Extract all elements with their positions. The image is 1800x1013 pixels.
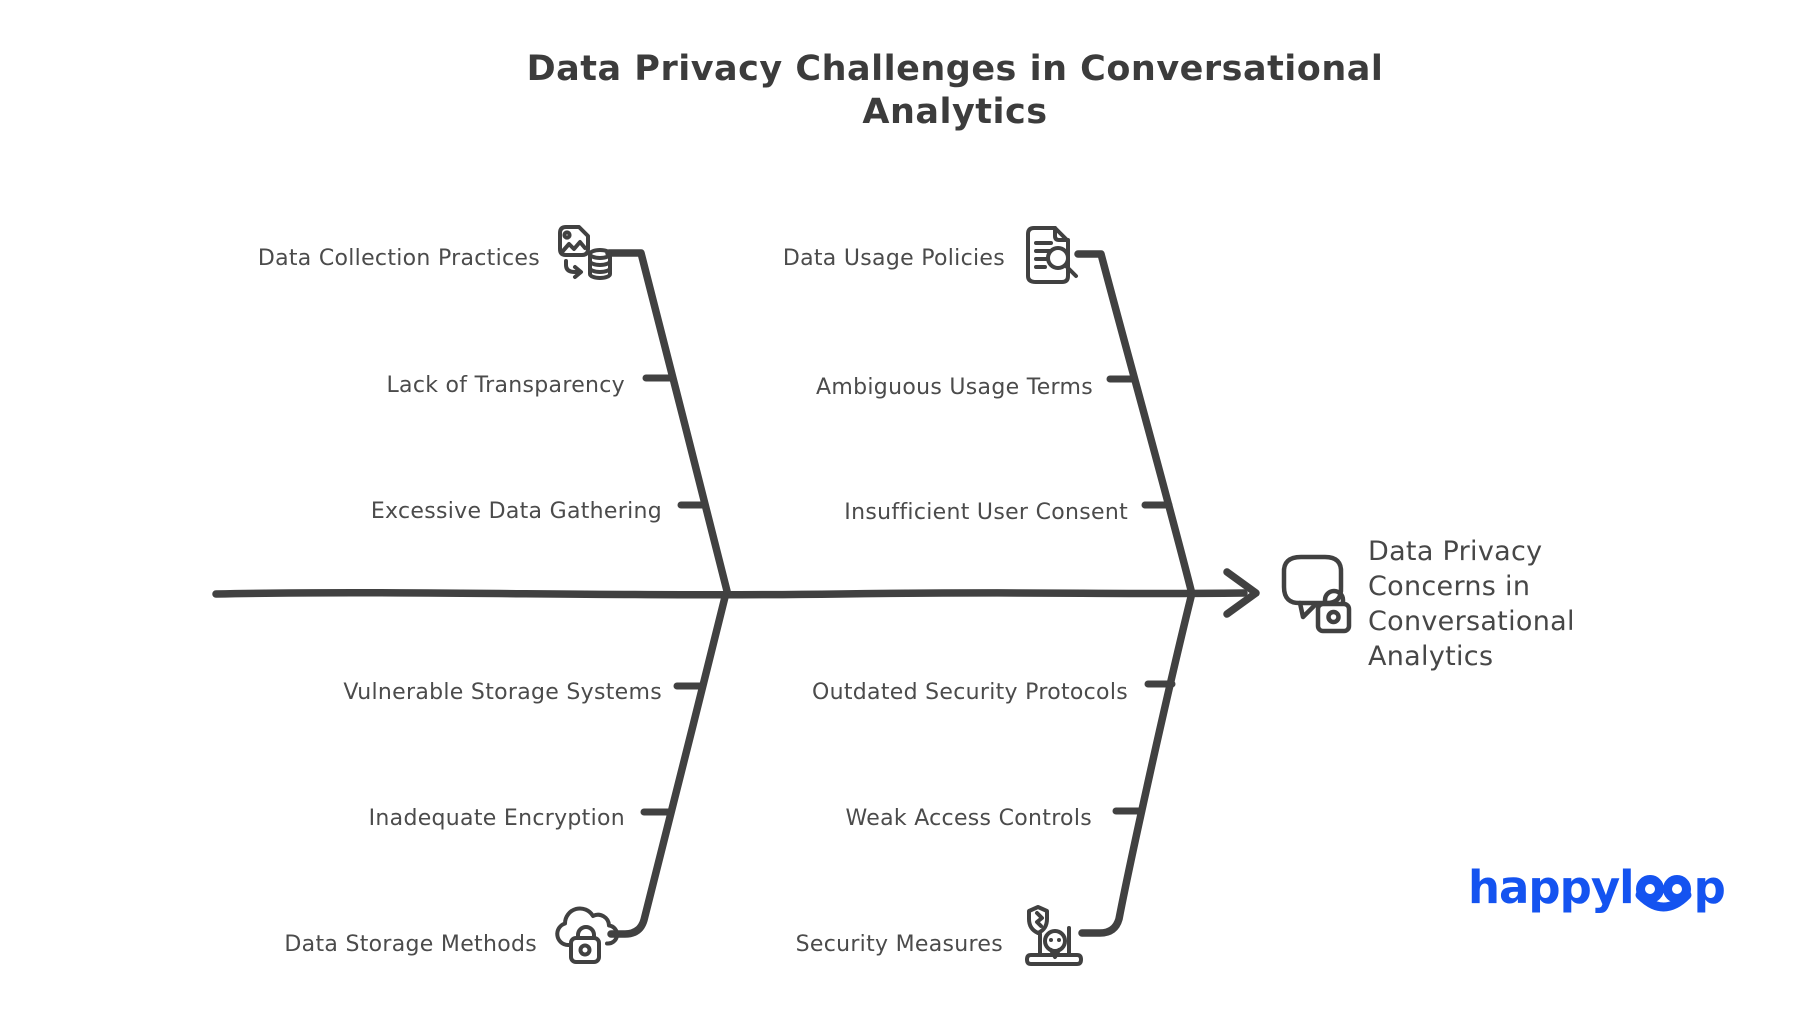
- spine-arrowhead: [1223, 568, 1260, 618]
- cause-label-ambiguous-usage-terms: Ambiguous Usage Terms: [816, 375, 1093, 400]
- branch-label-data-storage: Data Storage Methods: [284, 932, 537, 957]
- happyloop-logo: happyl p: [1468, 861, 1726, 917]
- diagram-title: Data Privacy Challenges in Conversationa…: [526, 49, 1384, 132]
- branch-label-data-collection: Data Collection Practices: [257, 246, 540, 271]
- branch-top-right-line: [1074, 250, 1195, 594]
- effect-label: Data Privacy Concerns in Conversational …: [1368, 536, 1575, 672]
- spine-line: [212, 588, 1248, 599]
- cause-label-outdated-security-protocols: Outdated Security Protocols: [811, 680, 1128, 705]
- branch-label-data-usage: Data Usage Policies: [782, 246, 1005, 271]
- logo-text-right: p: [1693, 861, 1726, 914]
- cause-label-weak-access-controls: Weak Access Controls: [845, 806, 1092, 831]
- document-search-icon: [1026, 226, 1078, 284]
- cause-label-lack-of-transparency: Lack of Transparency: [386, 373, 625, 398]
- shield-skull-laptop-icon: [1025, 905, 1083, 966]
- image-to-database-icon: [558, 225, 612, 280]
- cause-label-vulnerable-storage-systems: Vulnerable Storage Systems: [343, 680, 662, 705]
- cause-label-inadequate-encryption: Inadequate Encryption: [368, 806, 625, 831]
- cloud-lock-icon: [555, 906, 619, 964]
- branch-bottom-right-line: [1078, 593, 1195, 937]
- branch-top-left-line: [605, 249, 731, 595]
- cause-label-excessive-data-gathering: Excessive Data Gathering: [370, 499, 662, 524]
- branch-label-security: Security Measures: [795, 932, 1003, 957]
- branch-bottom-left-line: [607, 593, 729, 938]
- cause-label-insufficient-user-consent: Insufficient User Consent: [844, 500, 1128, 525]
- logo-smile-icon: [1635, 875, 1692, 912]
- logo-text-left: happyl: [1468, 861, 1635, 914]
- chat-bubble-lock-icon: [1281, 554, 1352, 634]
